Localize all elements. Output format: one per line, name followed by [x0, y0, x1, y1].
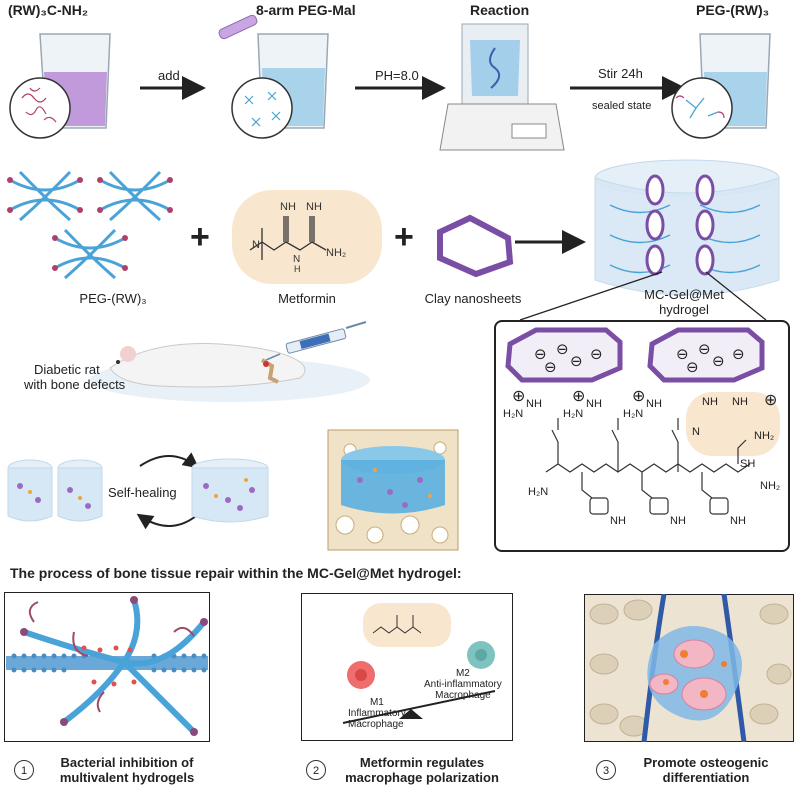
peg-molecules	[9, 170, 171, 280]
top-row-illustration	[9, 14, 771, 151]
rat-label-line1: Diabetic rat	[34, 362, 100, 377]
beaker-product	[671, 33, 771, 139]
step1-label: (RW)₃C-NH₂	[8, 2, 89, 18]
atom-h2n-3: H₂N	[623, 408, 644, 420]
m1-line1: Inflammatory	[348, 708, 406, 719]
plus-3: ⊕	[632, 388, 646, 405]
m1-label: M1 Inflammatory Macrophage	[348, 697, 406, 730]
m1-title: M1	[369, 697, 384, 708]
clay-nanosheet	[437, 214, 514, 278]
panel1-caption-line2: multivalent hydrogels	[59, 770, 195, 785]
metformin-capsule	[232, 190, 382, 284]
svg-text:NH₂: NH₂	[326, 247, 346, 259]
panel2-metformin	[363, 603, 451, 647]
minus-1: ⊖	[534, 346, 547, 363]
plus-4: ⊕	[764, 392, 778, 409]
minus-7: ⊖	[698, 341, 711, 358]
rat-illustration	[7, 321, 459, 551]
minus-2: ⊖	[556, 341, 569, 358]
m2-title: M2	[455, 668, 470, 679]
gel-label-line1: MC-Gel@Met	[644, 287, 724, 302]
arrow-ph-label: PH=8.0	[375, 68, 419, 83]
m2-line2: Macrophage	[435, 690, 491, 701]
panel1-caption-line1: Bacterial inhibition of	[60, 755, 194, 770]
met-nh-1: NH	[702, 396, 718, 408]
svg-text:NH: NH	[306, 201, 322, 213]
gel-broken	[7, 459, 103, 522]
svg-text:NH: NH	[280, 201, 296, 213]
panel3-caption-line2: differentiation	[662, 770, 750, 785]
minus-4: ⊖	[570, 353, 583, 370]
peg-label: PEG-(RW)₃	[79, 291, 147, 306]
minus-10: ⊖	[732, 346, 745, 363]
atom-h2n-2: H₂N	[563, 408, 584, 420]
minus-9: ⊖	[712, 353, 725, 370]
arrow-add-label: add	[158, 68, 180, 83]
syringe-icon	[265, 321, 367, 361]
magnetic-stirrer	[439, 23, 565, 151]
panel3-illustration	[584, 594, 794, 742]
metformin-label: Metformin	[278, 291, 336, 306]
svg-text:N: N	[252, 239, 260, 251]
indole-nh-1: NH	[610, 515, 626, 527]
met-n: N	[692, 426, 700, 438]
m2-line1: Anti-inflammatory	[424, 679, 502, 690]
atom-nh-3: NH	[646, 398, 662, 410]
minus-8: ⊖	[686, 359, 699, 376]
balance-beam	[342, 690, 496, 724]
panel2-caption-line1: Metformin regulates	[359, 755, 485, 770]
minus-3: ⊖	[544, 359, 557, 376]
panel2-number: 2	[306, 760, 326, 780]
step2-label: 8-arm PEG-Mal	[256, 2, 356, 18]
panel1-caption: Bacterial inhibition of multivalent hydr…	[42, 755, 212, 785]
row2-illustration: NH NH N NH₂ N H + +	[7, 159, 780, 296]
minus-5: ⊖	[590, 346, 603, 363]
beaker-blue	[218, 14, 329, 139]
structure-zoom-box	[494, 320, 790, 552]
plus-1: ⊕	[512, 388, 526, 405]
zoom-connector	[519, 271, 767, 321]
beaker-purple	[9, 33, 111, 139]
panel2-illustration	[301, 593, 513, 741]
panel3-number: 3	[596, 760, 616, 780]
atom-nh-1: NH	[526, 398, 542, 410]
bone-scaffold	[327, 429, 459, 551]
indole-nh-3: NH	[730, 515, 746, 527]
panel1-illustration	[4, 592, 210, 742]
met-nh2: NH₂	[754, 430, 775, 442]
m1-line2: Macrophage	[348, 719, 404, 730]
panel3-caption-line1: Promote osteogenic	[643, 755, 769, 770]
rat-label-line2: with bone defects	[24, 377, 126, 392]
structure-diagram	[505, 327, 780, 515]
process-title: The process of bone tissue repair within…	[10, 565, 462, 581]
gel-healed	[191, 458, 269, 523]
panel1-number: 1	[14, 760, 34, 780]
atom-nh2-end: NH₂	[760, 480, 781, 492]
gel-label-line2: hydrogel	[659, 302, 709, 317]
svg-text:N: N	[293, 254, 300, 265]
minus-6: ⊖	[676, 346, 689, 363]
metformin-structure	[249, 216, 327, 260]
svg-text:+: +	[190, 218, 210, 256]
clay-label: Clay nanosheets	[424, 291, 522, 306]
svg-text:+: +	[394, 218, 414, 256]
step3-label: Reaction	[470, 2, 530, 18]
plus-2: ⊕	[572, 388, 586, 405]
atom-sh: SH	[740, 458, 756, 470]
panel2-caption: Metformin regulates macrophage polarizat…	[334, 755, 510, 785]
hydrogel-cylinder	[594, 159, 780, 296]
indole-nh-2: NH	[670, 515, 686, 527]
atom-nh-2: NH	[586, 398, 602, 410]
arrow-sealed-label: sealed state	[592, 100, 652, 112]
arrow-stir-label: Stir 24h	[598, 66, 643, 81]
step4-label: PEG-(RW)₃	[696, 2, 770, 18]
m2-label: M2 Anti-inflammatory Macrophage	[424, 668, 502, 701]
atom-h2n-start: H₂N	[528, 486, 549, 498]
panel3-caption: Promote osteogenic differentiation	[618, 755, 794, 785]
met-nh-2: NH	[732, 396, 748, 408]
self-healing-label: Self-healing	[108, 485, 177, 500]
panel2-caption-line2: macrophage polarization	[345, 770, 499, 785]
atom-h2n-1: H₂N	[503, 408, 524, 420]
svg-text:H: H	[294, 264, 301, 274]
